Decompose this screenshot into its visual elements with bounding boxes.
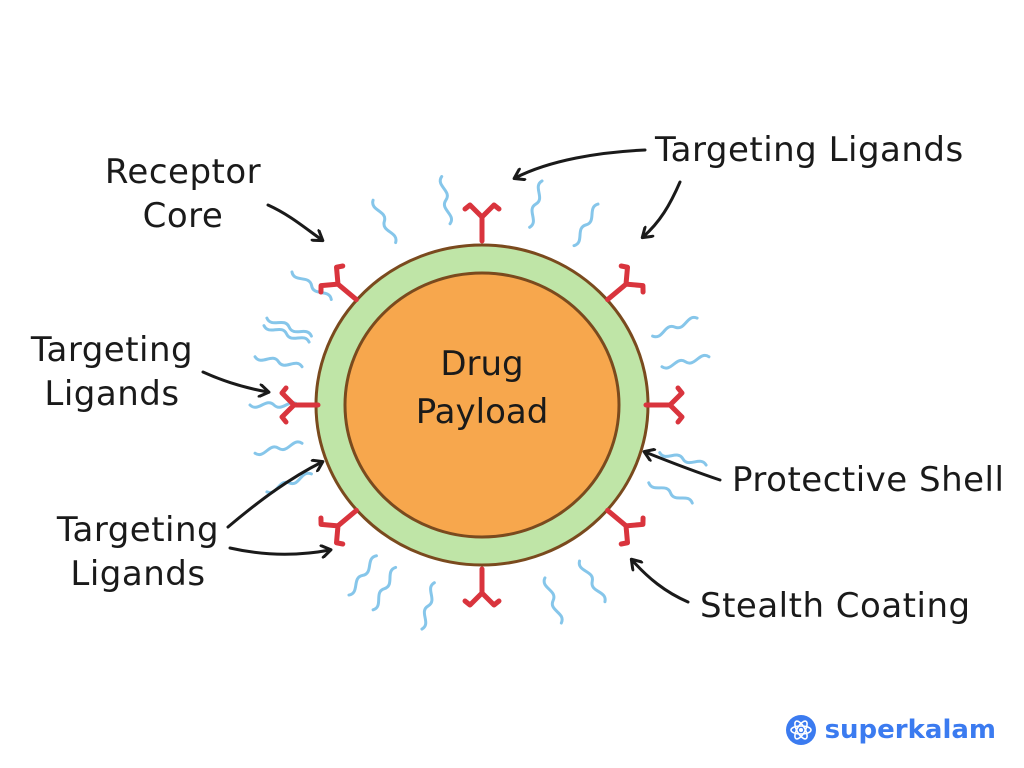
- peg-strand: [420, 581, 436, 631]
- ligand-y-shape: [605, 263, 646, 303]
- label-receptor-core-line2: Core: [142, 196, 224, 236]
- label-targeting-bottom-left-line2: Ligands: [70, 554, 206, 594]
- arrow-targeting-top-1: [515, 148, 647, 178]
- peg-strand: [253, 440, 304, 457]
- peg-strand: [528, 179, 544, 229]
- core-label-line1: Drug: [440, 344, 524, 384]
- peg-strand: [371, 198, 398, 245]
- peg-strand: [577, 559, 607, 604]
- ligand-y-shape: [462, 202, 502, 244]
- core-label: Drug Payload: [382, 340, 582, 436]
- peg-strand: [542, 576, 564, 625]
- peg-strand: [660, 353, 711, 370]
- label-receptor-core: Receptor Core: [98, 150, 268, 238]
- ligand-y-shape: [279, 385, 321, 425]
- label-targeting-bottom-left: Targeting Ligands: [48, 508, 228, 596]
- arrow-targeting-bottom-left-1: [226, 462, 322, 529]
- ligand-y-shape: [605, 507, 646, 547]
- atom-icon: [785, 715, 816, 745]
- peg-strand: [651, 315, 699, 339]
- ligand-y-shape: [318, 263, 359, 303]
- label-targeting-left-line1: Targeting: [30, 330, 194, 370]
- label-stealth-coating: Stealth Coating: [700, 586, 971, 626]
- peg-strand: [347, 554, 378, 597]
- brand-logo: superkalam: [785, 714, 996, 746]
- peg-strand: [253, 355, 304, 369]
- annotation-arrows: [201, 148, 722, 604]
- core-label-line2: Payload: [415, 392, 549, 432]
- peg-strand: [262, 324, 311, 344]
- label-targeting-bottom-left-line1: Targeting: [56, 510, 220, 550]
- drug-payload-core: [343, 271, 621, 539]
- ligand-y-shape: [462, 566, 502, 608]
- label-protective-shell: Protective Shell: [732, 460, 1005, 500]
- targeting-ligands: [279, 202, 685, 608]
- peg-strand: [658, 451, 708, 467]
- arrow-receptor-core: [266, 203, 322, 240]
- peg-strand: [371, 565, 398, 612]
- ligand-y-shape: [318, 507, 359, 547]
- brand-name: superkalam: [824, 715, 996, 745]
- peg-strand: [290, 270, 333, 301]
- arrow-stealth-coating: [632, 560, 690, 604]
- peg-strand: [572, 202, 600, 248]
- label-targeting-left: Targeting Ligands: [22, 328, 202, 416]
- peg-strand: [438, 175, 453, 226]
- arrow-targeting-bottom-left-2: [228, 548, 330, 554]
- label-receptor-core-line1: Receptor: [104, 152, 262, 192]
- arrow-targeting-left: [201, 370, 268, 392]
- ligand-y-shape: [643, 385, 685, 425]
- peg-strand: [265, 316, 313, 338]
- label-targeting-top: Targeting Ligands: [655, 130, 964, 170]
- arrow-targeting-top-2: [643, 180, 682, 237]
- label-targeting-left-line2: Ligands: [44, 374, 180, 414]
- arrow-protective-shell: [645, 452, 722, 482]
- peg-strand: [647, 481, 694, 505]
